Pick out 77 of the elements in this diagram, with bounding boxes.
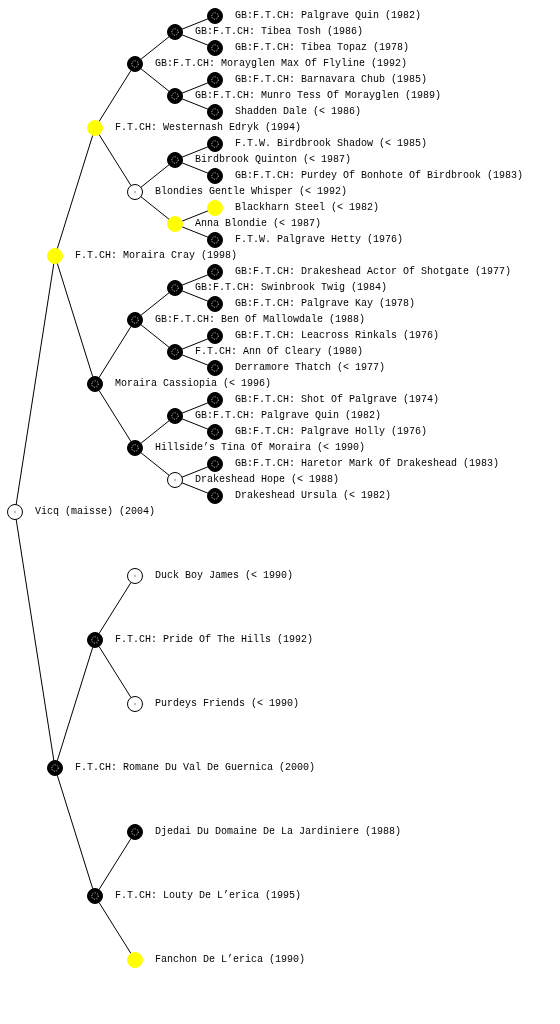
dog-name-label: Anna Blondie (< 1987) — [195, 217, 322, 231]
pedigree-line — [181, 354, 209, 366]
pedigree-line — [181, 82, 209, 94]
pedigree-line — [181, 210, 209, 222]
pedigree-line — [181, 418, 209, 430]
dog-name-label: GB:F.T.CH: Haretor Mark Of Drakeshead (1983) — [235, 457, 500, 471]
dog-name-label: GB:F.T.CH: Barnavara Chub (1985) — [235, 73, 428, 87]
dog-name-label: GB:F.T.CH: Shot Of Palgrave (1974) — [235, 393, 440, 407]
pedigree-line — [140, 164, 170, 188]
pedigree-line — [98, 133, 132, 187]
pedigree-line — [98, 389, 132, 443]
dog-name-label: Drakeshead Ursula (< 1982) — [235, 489, 392, 503]
pedigree-line — [181, 18, 209, 30]
pedigree-line — [140, 36, 170, 60]
dog-name-label: GB:F.T.CH: Tibea Tosh (1986) — [195, 25, 364, 39]
dog-name-label: Djedai Du Domaine De La Jardiniere (1988) — [155, 825, 402, 839]
pedigree-line — [181, 482, 209, 494]
pedigree-line — [98, 581, 132, 635]
pedigree-line — [181, 338, 209, 350]
dog-name-label: F.T.W. Birdbrook Shadow (< 1985) — [235, 137, 428, 151]
dog-name-label: GB:F.T.CH: Ben Of Mallowdale (1988) — [155, 313, 366, 327]
dog-name-label: F.T.CH: Ann Of Cleary (1980) — [195, 345, 364, 359]
dog-name-label: GB:F.T.CH: Leacross Rinkals (1976) — [235, 329, 440, 343]
pedigree-line — [140, 68, 170, 92]
dog-name-label: GB:F.T.CH: Purdey Of Bonhote Of Birdbrook (1983) — [235, 169, 524, 183]
dog-name-label: Purdeys Friends (< 1990) — [155, 697, 300, 711]
dog-name-label: F.T.CH: Westernash Edryk (1994) — [115, 121, 302, 135]
dog-name-label: GB:F.T.CH: Palgrave Kay (1978) — [235, 297, 416, 311]
dog-name-label: Duck Boy James (< 1990) — [155, 569, 294, 583]
dog-name-label: F.T.CH: Moraira Cray (1998) — [75, 249, 238, 263]
dog-name-label: GB:F.T.CH: Morayglen Max Of Flyline (1992) — [155, 57, 408, 71]
pedigree-line — [140, 196, 170, 220]
pedigree-line — [140, 452, 170, 476]
dog-name-label: GB:F.T.CH: Palgrave Quin (1982) — [235, 9, 422, 23]
dog-name-label: Moraira Cassiopia (< 1996) — [115, 377, 272, 391]
pedigree-line — [181, 162, 209, 174]
pedigree-line — [181, 274, 209, 286]
dog-name-label: GB:F.T.CH: Tibea Topaz (1978) — [235, 41, 410, 55]
dog-name-label: GB:F.T.CH: Swinbrook Twig (1984) — [195, 281, 388, 295]
pedigree-line — [98, 837, 132, 891]
dog-name-label: GB:F.T.CH: Drakeshead Actor Of Shotgate (1977) — [235, 265, 512, 279]
dog-name-label: Birdbrook Quinton (< 1987) — [195, 153, 352, 167]
pedigree-line — [98, 69, 132, 123]
pedigree-line — [140, 420, 170, 444]
dog-name-label: F.T.CH: Louty De L’erica (1995) — [115, 889, 302, 903]
pedigree-line — [181, 290, 209, 302]
dog-name-label: Derramore Thatch (< 1977) — [235, 361, 386, 375]
dog-name-label: F.T.CH: Pride Of The Hills (1992) — [115, 633, 314, 647]
pedigree-line — [140, 292, 170, 316]
pedigree-line — [56, 774, 94, 890]
pedigree-line — [98, 325, 132, 379]
dog-name-label: GB:F.T.CH: Palgrave Quin (1982) — [195, 409, 382, 423]
pedigree-line — [181, 34, 209, 46]
pedigree-line — [181, 226, 209, 238]
pedigree-line — [181, 146, 209, 158]
dog-name-label: GB:F.T.CH: Munro Tess Of Morayglen (1989) — [195, 89, 442, 103]
dog-name-label: Blondies Gentle Whisper (< 1992) — [155, 185, 348, 199]
pedigree-line — [15, 262, 55, 506]
pedigree-line — [140, 324, 170, 348]
dog-name-label: GB:F.T.CH: Palgrave Holly (1976) — [235, 425, 428, 439]
pedigree-line — [56, 262, 94, 378]
dog-name-label: Drakeshead Hope (< 1988) — [195, 473, 340, 487]
pedigree-line — [181, 402, 209, 414]
dog-name-label: F.T.CH: Romane Du Val De Guernica (2000) — [75, 761, 316, 775]
pedigree-line — [181, 98, 209, 110]
dog-name-label: Vicq (maisse) (2004) — [35, 505, 156, 519]
pedigree-line — [98, 645, 132, 699]
dog-name-label: F.T.W. Palgrave Hetty (1976) — [235, 233, 404, 247]
dog-name-label: Shadden Dale (< 1986) — [235, 105, 362, 119]
pedigree-line — [15, 518, 55, 762]
dog-name-label: Fanchon De L’erica (1990) — [155, 953, 306, 967]
pedigree-line — [98, 901, 132, 955]
pedigree-line — [56, 646, 94, 762]
dog-name-label: Hillside’s Tina Of Moraira (< 1990) — [155, 441, 366, 455]
pedigree-line — [181, 466, 209, 478]
dog-name-label: Blackharn Steel (< 1982) — [235, 201, 380, 215]
pedigree-line — [56, 134, 94, 250]
